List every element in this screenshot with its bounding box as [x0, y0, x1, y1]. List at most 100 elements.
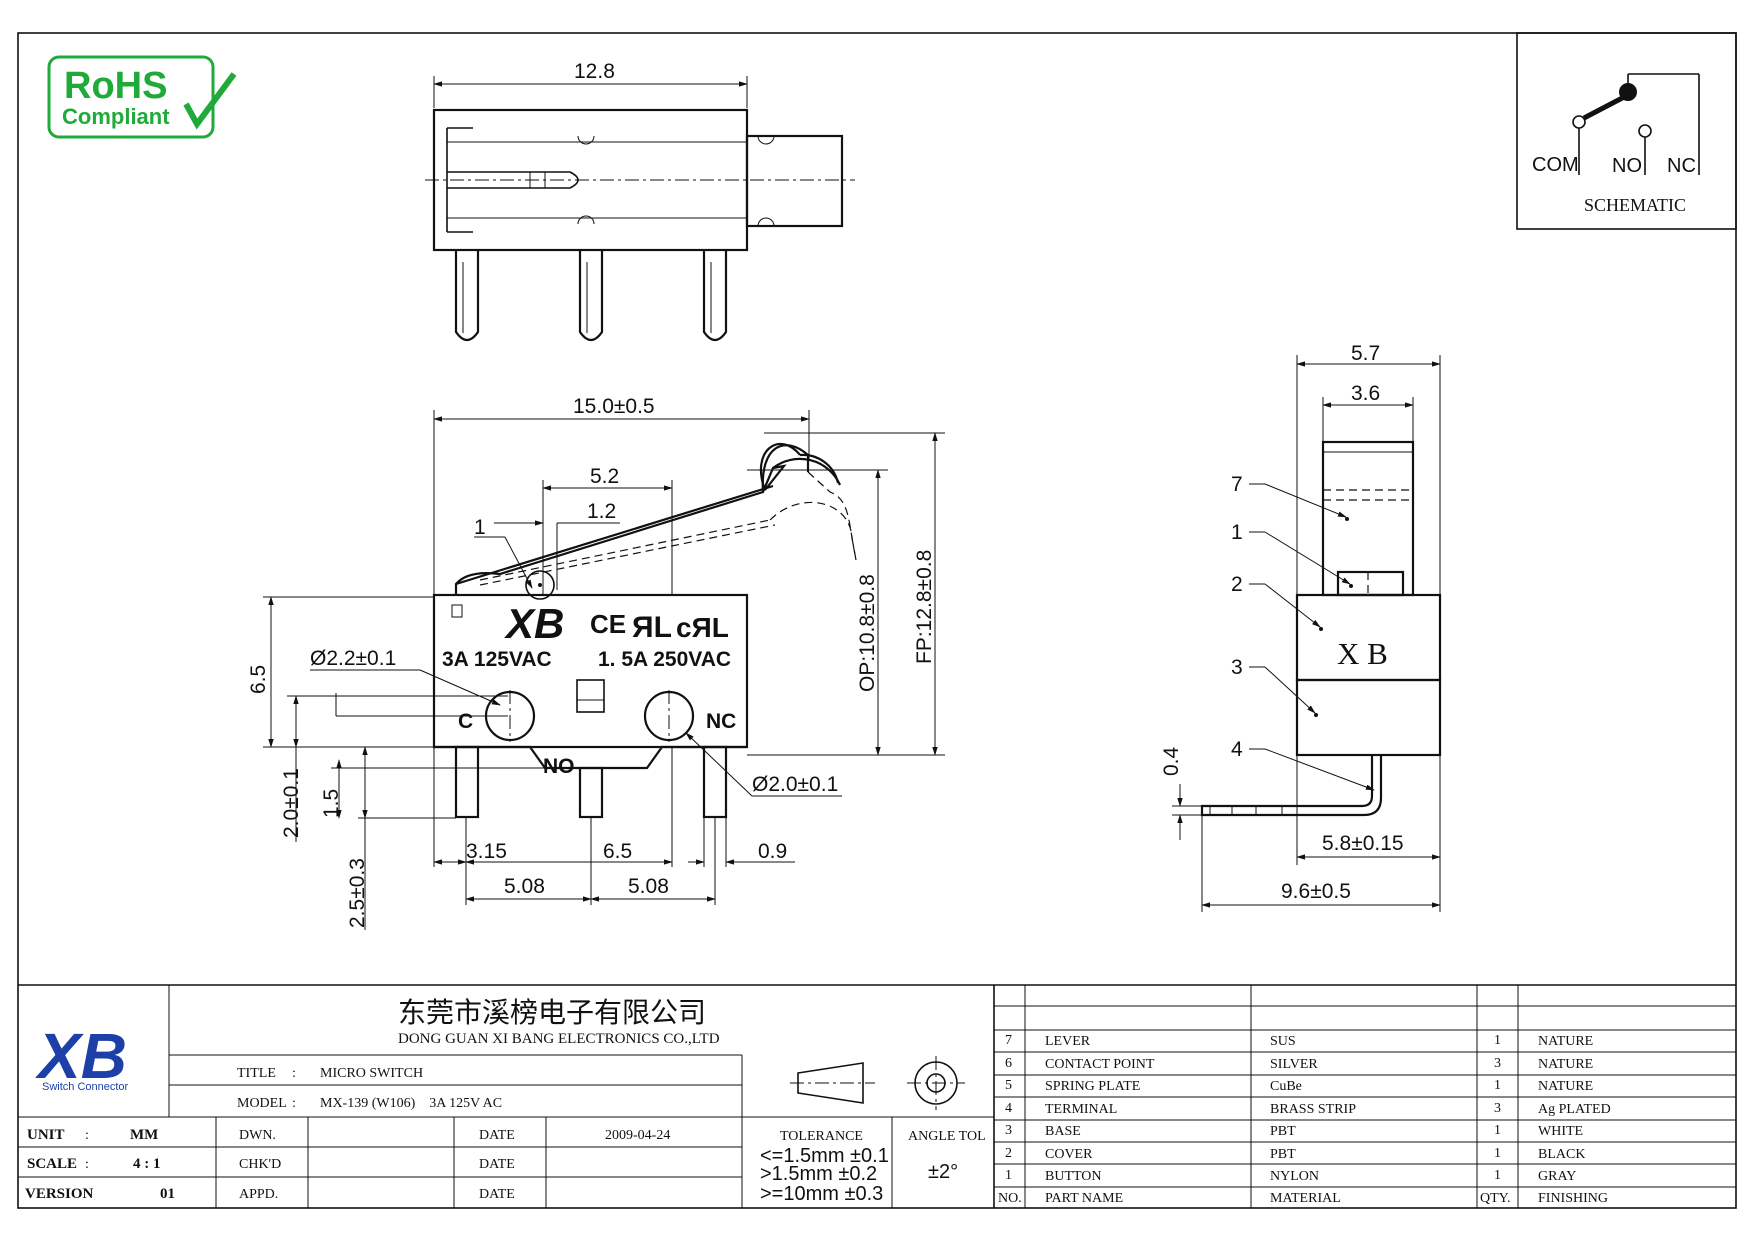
parts-row: 6 CONTACT POINT SILVER 3 NATURE [1005, 1056, 1593, 1072]
scale-value: 4 : 1 [133, 1156, 161, 1172]
part-qty: 1 [1494, 1168, 1501, 1183]
company-name-en: DONG GUAN XI BANG ELECTRONICS CO.,LTD [398, 1031, 720, 1047]
brand-mark-body: XB [504, 600, 564, 647]
dim-body-height: 6.5 [247, 665, 270, 694]
callout-4: 4 [1231, 738, 1243, 761]
tolerance-2: >1.5mm ±0.2 [760, 1163, 877, 1185]
dim-side-body: 5.8±0.15 [1322, 832, 1404, 855]
parts-table: 7 LEVER SUS 1 NATURE 6 CONTACT POINT SIL… [994, 985, 1736, 1208]
callout-7: 7 [1231, 473, 1243, 496]
schematic-no: NO [1612, 155, 1642, 177]
dim-op: OP:10.8±0.8 [856, 574, 879, 692]
appd-label: APPD. [239, 1187, 278, 1202]
dim-side-lever: 3.6 [1351, 382, 1380, 405]
company-name-cn: 东莞市溪榜电子有限公司 [398, 997, 706, 1029]
version-label: VERSION [25, 1186, 94, 1202]
parts-header-row: NO. PART NAME MATERIAL QTY. FINISHING [998, 1191, 1608, 1206]
side-xb-text: X B [1337, 636, 1388, 671]
part-material: PBT [1270, 1147, 1296, 1162]
title-label: TITLE [237, 1066, 276, 1081]
parts-row: 7 LEVER SUS 1 NATURE [1005, 1033, 1593, 1049]
dim-top-width: 12.8 [574, 60, 615, 83]
part-no: 6 [1005, 1056, 1012, 1071]
title-colon: : [292, 1066, 296, 1081]
rohs-title: RoHS [64, 65, 167, 107]
schematic-com: COM [1532, 154, 1579, 176]
projection-symbol-icon [790, 1056, 965, 1110]
dim-pitch-d: 5.08 [628, 875, 669, 898]
part-qty: 1 [1494, 1123, 1501, 1138]
part-name: BASE [1045, 1124, 1081, 1139]
schematic-title: SCHEMATIC [1584, 195, 1686, 215]
part-material: PBT [1270, 1124, 1296, 1139]
switch-body [432, 593, 749, 749]
parts-row: 4 TERMINAL BRASS STRIP 3 Ag PLATED [1005, 1101, 1611, 1117]
part-finishing: WHITE [1538, 1124, 1583, 1139]
parts-row: 2 COVER PBT 1 BLACK [1005, 1146, 1585, 1162]
part-material: SUS [1270, 1034, 1296, 1049]
part-material: SILVER [1270, 1057, 1318, 1072]
cul-mark: cЯL [676, 612, 729, 643]
callout-2: 2 [1231, 573, 1243, 596]
no-terminal-icon [1638, 124, 1652, 138]
date-value: 2009-04-24 [605, 1128, 670, 1143]
dim-side-thickness: 0.4 [1160, 746, 1183, 776]
part-finishing: Ag PLATED [1538, 1102, 1611, 1117]
terminal-nc-label: NC [706, 710, 736, 733]
date-label-2: DATE [479, 1157, 515, 1172]
dim-pin-from-hole: 2.0±0.1 [280, 768, 303, 838]
version-value: 01 [160, 1186, 175, 1202]
part-name: SPRING PLATE [1045, 1079, 1140, 1094]
parts-row: 3 BASE PBT 1 WHITE [1005, 1123, 1583, 1139]
front-view: 15.0±0.5 5.2 1.2 1 XB [247, 395, 945, 930]
dim-roller-offset: 1.2 [587, 500, 616, 523]
dim-hole-right: Ø2.0±0.1 [752, 773, 838, 796]
part-material: NYLON [1270, 1169, 1319, 1184]
model-label: MODEL [237, 1096, 287, 1111]
dwn-label: DWN. [239, 1128, 276, 1143]
parts-row: 1 BUTTON NYLON 1 GRAY [1005, 1168, 1576, 1184]
date-label-1: DATE [479, 1128, 515, 1143]
part-no: 2 [1005, 1146, 1012, 1161]
unit-colon: : [85, 1128, 89, 1143]
part-qty: 3 [1494, 1101, 1501, 1116]
part-name: CONTACT POINT [1045, 1057, 1155, 1072]
unit-label: UNIT [27, 1127, 65, 1143]
part-finishing: NATURE [1538, 1079, 1593, 1094]
tolerance-1: <=1.5mm ±0.1 [760, 1145, 889, 1167]
angle-tol-value: ±2° [928, 1161, 958, 1183]
part-finishing: GRAY [1538, 1169, 1576, 1184]
dim-side-width: 5.7 [1351, 342, 1380, 365]
dim-pin-length: 2.5±0.3 [346, 858, 369, 928]
dim-pitch-c: 5.08 [504, 875, 545, 898]
part-no: 4 [1005, 1101, 1012, 1116]
model-colon: : [292, 1096, 296, 1111]
dim-fp: FP:12.8±0.8 [913, 550, 936, 664]
schematic-box: COM NO NC SCHEMATIC [1516, 32, 1737, 230]
part-finishing: NATURE [1538, 1034, 1593, 1049]
unit-value: MM [130, 1127, 158, 1143]
terminal-no-label: NO [543, 755, 575, 778]
header-qty: QTY. [1480, 1191, 1510, 1206]
company-logo: XB Switch Connector [35, 1020, 129, 1093]
part-finishing: BLACK [1538, 1147, 1585, 1162]
schematic-nc: NC [1667, 155, 1696, 177]
switch-lever-icon [1582, 92, 1630, 121]
part-name: BUTTON [1045, 1169, 1102, 1184]
part-qty: 3 [1494, 1056, 1501, 1071]
part-no: 3 [1005, 1123, 1012, 1138]
top-view: 12.8 [425, 60, 855, 342]
model-value: MX-139 (W106) 3A 125V AC [320, 1096, 502, 1111]
header-material: MATERIAL [1270, 1191, 1341, 1206]
callout-1: 1 [1231, 521, 1243, 544]
dim-pitch-b: 6.5 [603, 840, 632, 863]
part-material: BRASS STRIP [1270, 1102, 1356, 1117]
scale-colon: : [85, 1157, 89, 1172]
side-view: 5.7 3.6 X B 7 1 2 [1160, 342, 1442, 912]
ce-mark: CE [590, 609, 626, 639]
part-name: LEVER [1045, 1034, 1091, 1049]
part-no: 5 [1005, 1078, 1012, 1093]
rohs-subtitle: Compliant [62, 104, 170, 129]
